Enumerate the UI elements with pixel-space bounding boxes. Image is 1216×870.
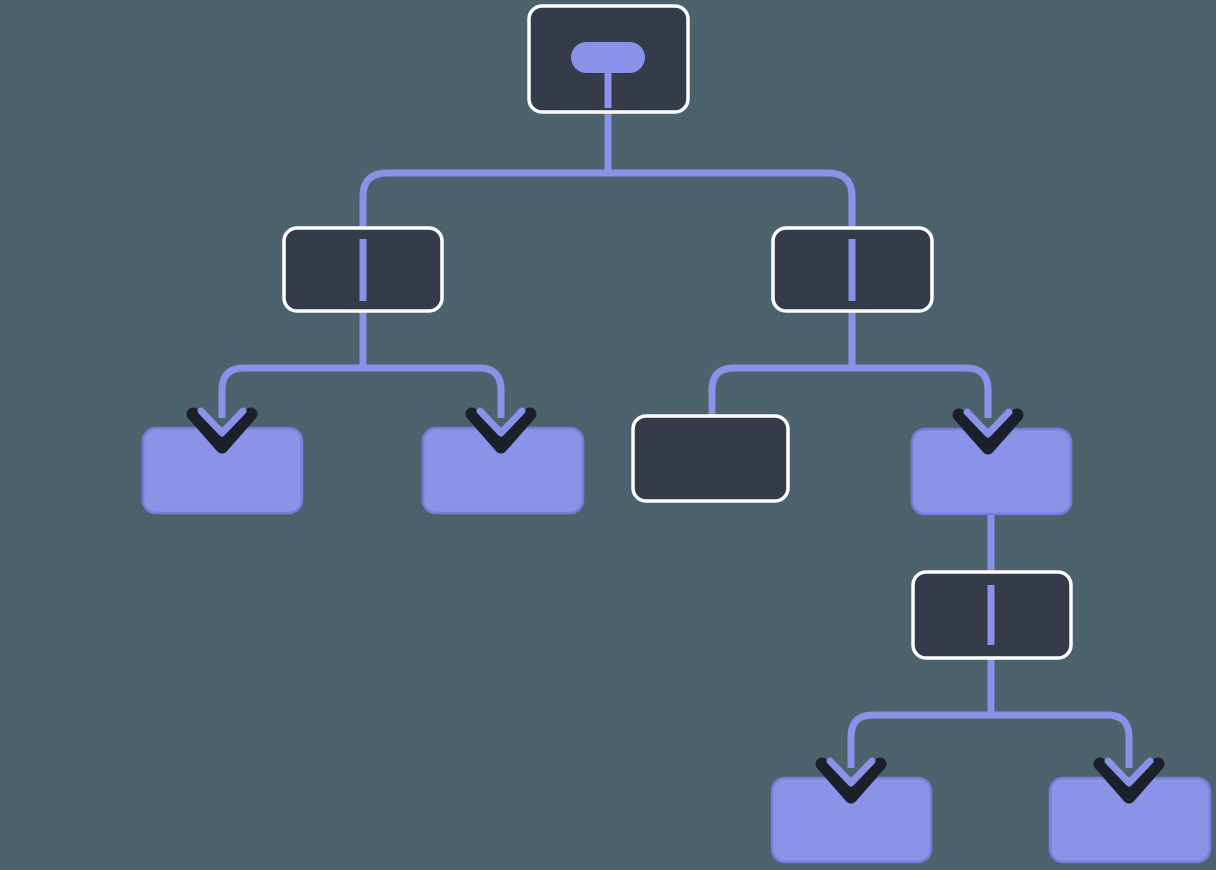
edge-right-split — [708, 364, 992, 418]
arrowhead-icon — [1093, 757, 1165, 804]
edge-trunk — [359, 169, 856, 228]
arrowhead-icon — [952, 408, 1024, 455]
tree-root-icon — [571, 42, 645, 108]
arrowhead-icon — [815, 757, 887, 804]
edge-left-split — [218, 364, 505, 418]
arrowhead-icon — [465, 407, 537, 454]
node-dark-leaf[interactable] — [631, 414, 790, 503]
arrowhead-icon — [186, 407, 258, 454]
edge-bottom-split — [847, 711, 1133, 768]
